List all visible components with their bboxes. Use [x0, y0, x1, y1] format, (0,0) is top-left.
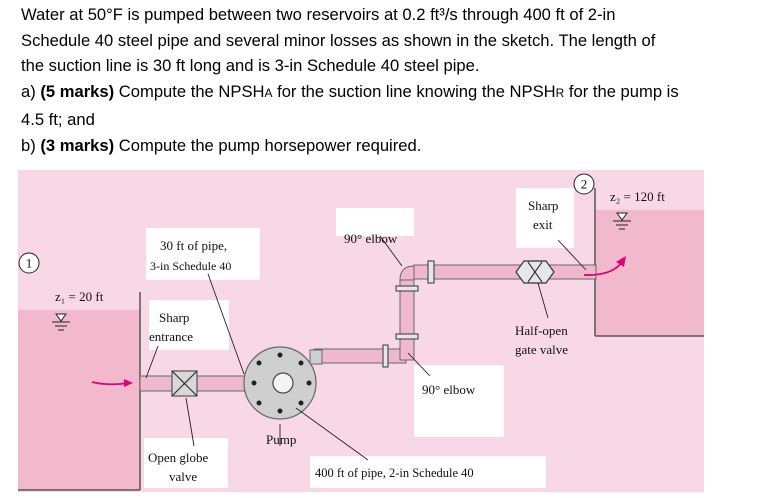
- sharp-exit-label-line-1: Sharp: [528, 198, 558, 213]
- elbow-bottom-label: 90° elbow: [422, 382, 476, 397]
- suction-pipe: [139, 370, 261, 397]
- elbow-top-label: 90° elbow: [344, 231, 398, 246]
- right-reservoir: [594, 188, 704, 337]
- part-b-text: Compute the pump horsepower required.: [114, 135, 422, 155]
- part-a-prefix: a): [21, 82, 41, 102]
- part-a-marks: (5 marks): [40, 82, 115, 102]
- left-reservoir: [18, 292, 141, 491]
- z2-label: z₂ = 120 ft: [610, 189, 665, 204]
- part-a: a) (5 marks) Compute the NPSHA for the s…: [21, 79, 761, 107]
- pump-label: Pump: [266, 432, 296, 447]
- part-a-text-3: for the pump is: [564, 82, 679, 102]
- gate-valve-label-line-1: Half-open: [515, 323, 568, 338]
- point-1-marker: 1: [18, 252, 40, 274]
- sharp-entrance-label-line-2: entrance: [149, 329, 193, 344]
- part-a-subscript-a: A: [264, 86, 273, 101]
- globe-valve-label-line-1: Open globe: [148, 450, 209, 465]
- question-line-2: Schedule 40 steel pipe and several minor…: [21, 30, 656, 50]
- suction-pipe-label-line-2: 3-in Schedule 40: [150, 259, 231, 273]
- gate-valve-label-line-2: gate valve: [515, 342, 568, 357]
- flow-arrows: [91, 256, 626, 387]
- z1-label: z₁ = 20 ft: [55, 289, 104, 304]
- part-a-subscript-r: R: [555, 86, 565, 101]
- point-1-label: 1: [26, 256, 33, 271]
- pump-system-figure: 1 2 z₁ = 20 ft z₂ = 120 ft 30 ft of pipe…: [18, 170, 704, 492]
- part-b: b) (3 marks) Compute the pump horsepower…: [21, 133, 761, 159]
- part-b-prefix: b): [21, 135, 41, 155]
- surface-marker-left: [52, 313, 70, 331]
- sharp-exit-label-line-2: exit: [533, 217, 553, 232]
- globe-valve-label-line-2: valve: [169, 469, 197, 484]
- suction-pipe-label-line-1: 30 ft of pipe,: [160, 238, 227, 253]
- discharge-pipe-label: 400 ft of pipe, 2-in Schedule 40: [315, 466, 474, 480]
- question-line-3: the suction line is 30 ft long and is 3-…: [21, 56, 480, 76]
- point-2-label: 2: [581, 177, 588, 192]
- sharp-entrance-label-line-1: Sharp: [159, 310, 189, 325]
- point-2-marker: 2: [573, 173, 595, 195]
- part-a-text-1: Compute the NPSH: [114, 82, 265, 102]
- problem-statement: Water at 50°F is pumped between two rese…: [21, 2, 761, 158]
- pump: [243, 346, 323, 420]
- part-b-marks: (3 marks): [40, 135, 115, 155]
- surface-marker-right: [613, 212, 631, 230]
- discharge-pipe: [313, 260, 597, 368]
- part-a-text-2: for the suction line knowing the NPSH: [272, 82, 556, 102]
- leader-lines: [145, 235, 587, 461]
- question-line-1: Water at 50°F is pumped between two rese…: [21, 5, 616, 24]
- part-a-line-2: 4.5 ft; and: [21, 109, 95, 129]
